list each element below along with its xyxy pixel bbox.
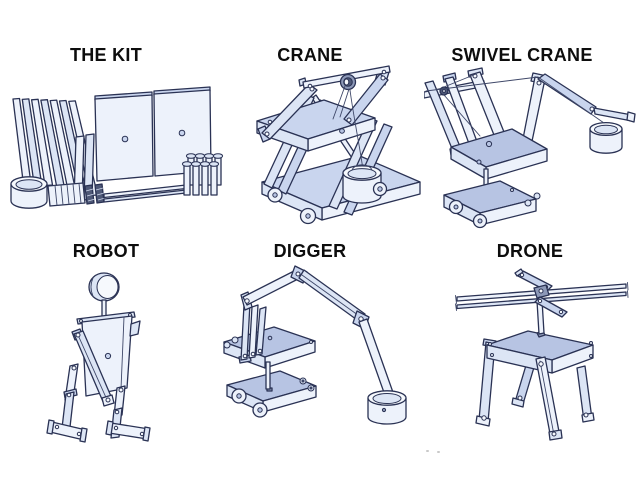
stray-mark <box>437 451 440 453</box>
swivel-crane-illustration <box>424 67 636 229</box>
panel-drone: DRONE <box>424 238 636 476</box>
swivel-cup <box>589 121 623 154</box>
panel-title-digger: DIGGER <box>273 241 347 261</box>
panel-robot: ROBOT <box>0 238 212 476</box>
robot-illustration <box>46 272 151 443</box>
panel-digger: DIGGER <box>212 238 424 476</box>
panel-title-the-kit: THE KIT <box>69 45 143 65</box>
digger-wheels <box>231 388 268 418</box>
panel-the-kit: THE KIT <box>0 0 224 238</box>
crane-wheels <box>267 181 388 225</box>
panel-swivel-crane: SWIVEL CRANE <box>424 0 636 238</box>
stray-mark <box>426 450 429 452</box>
crane-bucket <box>342 164 382 204</box>
robot-right-foot <box>105 420 151 442</box>
panel-title-swivel-crane: SWIVEL CRANE <box>451 45 593 65</box>
pulley-wheel <box>339 73 357 91</box>
robot-left-foot <box>46 419 88 443</box>
panel-title-drone: DRONE <box>496 241 564 261</box>
panel-title-crane: CRANE <box>277 45 343 65</box>
panel-crane: CRANE <box>212 0 424 238</box>
kit-parts-illustration <box>10 86 224 209</box>
drone-illustration <box>455 268 629 441</box>
panel-title-robot: ROBOT <box>72 241 140 261</box>
digger-bucket <box>367 390 407 425</box>
rotor-blades <box>455 268 629 318</box>
kit-pegs <box>181 153 224 196</box>
digger-illustration <box>223 265 407 425</box>
crane-illustration <box>256 65 421 225</box>
swivel-base-wheels <box>448 192 541 229</box>
